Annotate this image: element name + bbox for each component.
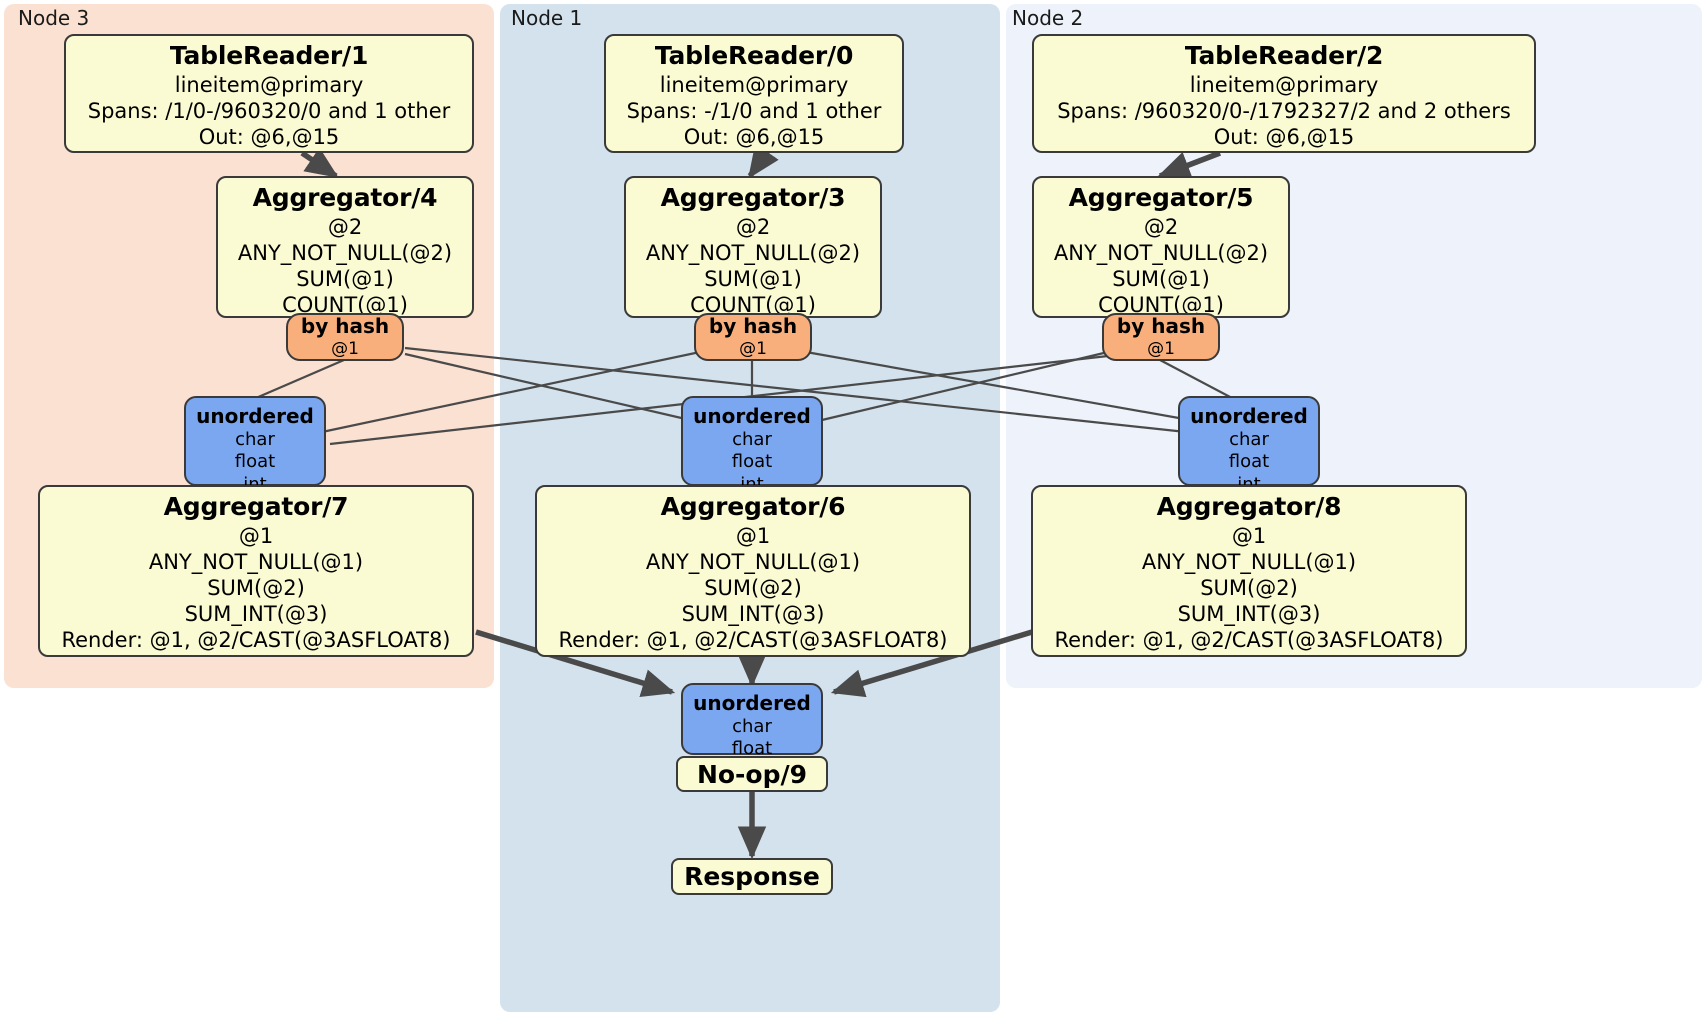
sync-title: unordered xyxy=(693,691,811,715)
processor-detail: COUNT(@1) xyxy=(690,292,816,317)
processor-detail: Out: @6,@15 xyxy=(683,124,825,149)
processor-detail: Out: @6,@15 xyxy=(1213,124,1355,149)
processor-detail: lineitem@primary xyxy=(659,72,849,97)
processor-detail: ANY_NOT_NULL(@1) xyxy=(645,549,861,574)
processor-detail: SUM(@2) xyxy=(207,575,305,600)
processor-aggregator-7[interactable]: Aggregator/7 @1 ANY_NOT_NULL(@1) SUM(@2)… xyxy=(38,485,474,657)
sync-type: float xyxy=(1228,451,1270,473)
processor-detail: @2 xyxy=(1143,214,1179,239)
processor-detail: ANY_NOT_NULL(@1) xyxy=(148,549,364,574)
node-panel-label-node2: Node 2 xyxy=(1012,6,1084,30)
processor-detail: COUNT(@1) xyxy=(282,292,408,317)
processor-detail: ANY_NOT_NULL(@1) xyxy=(1141,549,1357,574)
router-detail: @1 xyxy=(739,338,767,359)
input-sync-unordered-final[interactable]: unordered char float xyxy=(681,683,823,759)
processor-detail: ANY_NOT_NULL(@2) xyxy=(645,240,861,265)
processor-detail: COUNT(@1) xyxy=(1098,292,1224,317)
sync-type: char xyxy=(235,429,275,450)
processor-detail: SUM(@2) xyxy=(1200,575,1298,600)
sync-type: char xyxy=(732,429,772,450)
processor-detail: @2 xyxy=(735,214,771,239)
processor-title: Aggregator/3 xyxy=(660,183,846,212)
processor-title: Aggregator/7 xyxy=(163,492,349,521)
processor-detail: lineitem@primary xyxy=(174,72,364,97)
router-title: by hash xyxy=(1116,314,1206,338)
processor-title: No-op/9 xyxy=(696,759,808,789)
processor-title: TableReader/2 xyxy=(1184,41,1384,70)
processor-detail: Render: @1, @2/CAST(@3ASFLOAT8) xyxy=(1054,627,1444,652)
processor-detail: @1 xyxy=(1231,523,1267,548)
processor-detail: SUM(@1) xyxy=(704,266,802,291)
processor-detail: SUM_INT(@3) xyxy=(1177,601,1321,626)
processor-title: Aggregator/6 xyxy=(660,492,846,521)
processor-aggregator-3[interactable]: Aggregator/3 @2 ANY_NOT_NULL(@2) SUM(@1)… xyxy=(624,176,882,318)
sync-type: float xyxy=(731,451,773,473)
processor-detail: Render: @1, @2/CAST(@3ASFLOAT8) xyxy=(61,627,451,652)
router-title: by hash xyxy=(708,314,798,338)
router-detail: @1 xyxy=(331,338,359,359)
processor-aggregator-8[interactable]: Aggregator/8 @1 ANY_NOT_NULL(@1) SUM(@2)… xyxy=(1031,485,1467,657)
processor-detail: Render: @1, @2/CAST(@3ASFLOAT8) xyxy=(558,627,948,652)
node-panel-label-node3: Node 3 xyxy=(18,6,90,30)
sync-type: char xyxy=(1229,429,1269,450)
input-sync-unordered-right[interactable]: unordered char float int xyxy=(1178,396,1320,495)
processor-no-op-9[interactable]: No-op/9 xyxy=(676,756,828,792)
processor-title: Aggregator/4 xyxy=(252,183,438,212)
processor-aggregator-6[interactable]: Aggregator/6 @1 ANY_NOT_NULL(@1) SUM(@2)… xyxy=(535,485,971,657)
sync-type: float xyxy=(234,451,276,473)
processor-title: TableReader/0 xyxy=(654,41,854,70)
processor-aggregator-5[interactable]: Aggregator/5 @2 ANY_NOT_NULL(@2) SUM(@1)… xyxy=(1032,176,1290,318)
processor-detail: SUM_INT(@3) xyxy=(184,601,328,626)
output-router-by-hash-left[interactable]: by hash @1 xyxy=(286,313,404,361)
processor-detail: lineitem@primary xyxy=(1189,72,1379,97)
sync-title: unordered xyxy=(693,404,811,428)
processor-aggregator-4[interactable]: Aggregator/4 @2 ANY_NOT_NULL(@2) SUM(@1)… xyxy=(216,176,474,318)
input-sync-unordered-middle[interactable]: unordered char float int xyxy=(681,396,823,495)
processor-title: Aggregator/8 xyxy=(1156,492,1342,521)
processor-detail: @1 xyxy=(735,523,771,548)
router-title: by hash xyxy=(300,314,390,338)
processor-response[interactable]: Response xyxy=(671,858,833,895)
sync-title: unordered xyxy=(196,404,314,428)
processor-detail: Spans: /1/0-/960320/0 and 1 other xyxy=(87,98,451,123)
processor-title: TableReader/1 xyxy=(169,41,369,70)
input-sync-unordered-left[interactable]: unordered char float int xyxy=(184,396,326,495)
processor-detail: @2 xyxy=(327,214,363,239)
processor-detail: Spans: -/1/0 and 1 other xyxy=(626,98,882,123)
output-router-by-hash-middle[interactable]: by hash @1 xyxy=(694,313,812,361)
processor-detail: SUM(@1) xyxy=(1112,266,1210,291)
processor-detail: Out: @6,@15 xyxy=(198,124,340,149)
router-detail: @1 xyxy=(1147,338,1175,359)
processor-detail: ANY_NOT_NULL(@2) xyxy=(237,240,453,265)
processor-detail: SUM_INT(@3) xyxy=(681,601,825,626)
processor-detail: Spans: /960320/0-/1792327/2 and 2 others xyxy=(1057,98,1511,123)
processor-detail: ANY_NOT_NULL(@2) xyxy=(1053,240,1269,265)
sync-title: unordered xyxy=(1190,404,1308,428)
processor-title: Response xyxy=(684,862,820,891)
processor-detail: SUM(@1) xyxy=(296,266,394,291)
sync-type: float xyxy=(731,738,773,760)
output-router-by-hash-right[interactable]: by hash @1 xyxy=(1102,313,1220,361)
processor-detail: SUM(@2) xyxy=(704,575,802,600)
processor-table-reader-2[interactable]: TableReader/2 lineitem@primary Spans: /9… xyxy=(1032,34,1536,153)
processor-title: Aggregator/5 xyxy=(1068,183,1254,212)
node-panel-label-node1: Node 1 xyxy=(511,6,583,30)
processor-table-reader-0[interactable]: TableReader/0 lineitem@primary Spans: -/… xyxy=(604,34,904,153)
processor-detail: @1 xyxy=(238,523,274,548)
sync-type: char xyxy=(732,716,772,737)
processor-table-reader-1[interactable]: TableReader/1 lineitem@primary Spans: /1… xyxy=(64,34,474,153)
